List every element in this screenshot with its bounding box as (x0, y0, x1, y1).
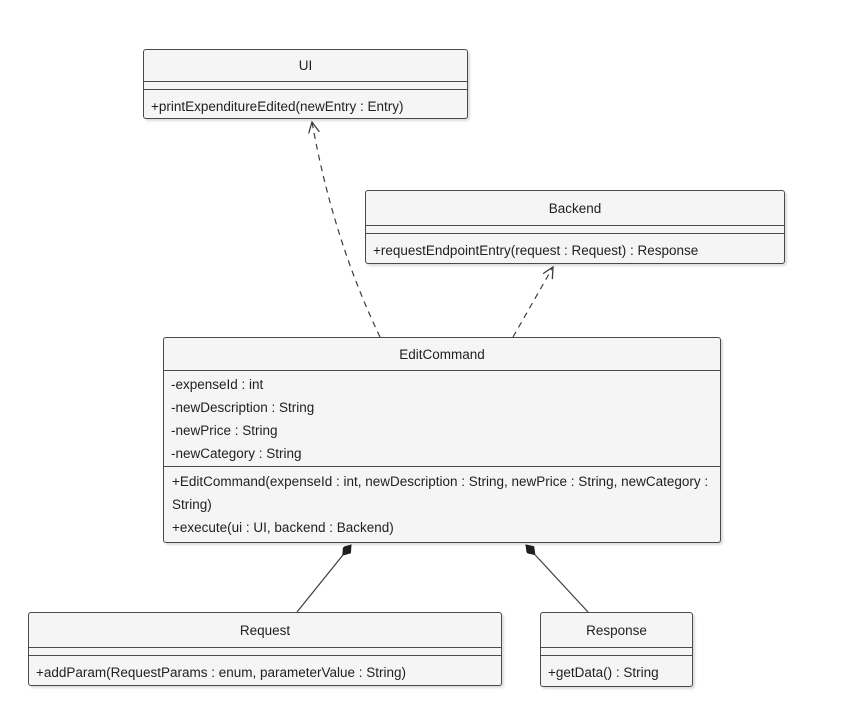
class-methods: +EditCommand(expenseId : int, newDescrip… (164, 467, 720, 539)
class-attributes-empty (366, 226, 784, 234)
class-method: +getData() : String (548, 665, 659, 680)
class-box-request: Request +addParam(RequestParams : enum, … (28, 612, 502, 686)
class-attributes: -expenseId : int -newDescription : Strin… (164, 371, 720, 467)
class-methods: +requestEndpointEntry(request : Request)… (366, 234, 784, 262)
class-box-backend: Backend +requestEndpointEntry(request : … (365, 190, 785, 264)
class-box-response: Response +getData() : String (540, 612, 693, 687)
class-methods: +addParam(RequestParams : enum, paramete… (29, 656, 501, 684)
class-title: Request (29, 613, 501, 648)
class-attributes-empty (29, 648, 501, 656)
class-title: EditCommand (164, 338, 720, 371)
class-box-ui: UI +printExpenditureEdited(newEntry : En… (143, 49, 468, 119)
class-attribute: -expenseId : int (171, 377, 264, 392)
class-title: Response (541, 613, 692, 648)
dependency-edge-editcommand-to-backend (512, 267, 553, 338)
class-methods: +getData() : String (541, 656, 692, 684)
class-attribute: -newPrice : String (171, 423, 278, 438)
class-methods: +printExpenditureEdited(newEntry : Entry… (144, 90, 467, 118)
class-box-editcommand: EditCommand -expenseId : int -newDescrip… (163, 337, 721, 543)
class-attributes-empty (541, 648, 692, 656)
class-method: +EditCommand(expenseId : int, newDescrip… (172, 474, 709, 512)
composition-edge-response-to-editcommand (526, 545, 589, 613)
class-method: +printExpenditureEdited(newEntry : Entry… (151, 99, 404, 114)
class-method: +requestEndpointEntry(request : Request)… (373, 243, 699, 258)
composition-edge-request-to-editcommand (296, 545, 351, 613)
class-attribute: -newCategory : String (171, 446, 302, 461)
class-attributes-empty (144, 82, 467, 90)
class-title: Backend (366, 191, 784, 226)
class-attribute: -newDescription : String (171, 400, 315, 415)
class-title: UI (144, 50, 467, 82)
class-method: +execute(ui : UI, backend : Backend) (172, 520, 394, 535)
dependency-edge-editcommand-to-ui (312, 122, 381, 338)
class-method: +addParam(RequestParams : enum, paramete… (36, 665, 407, 680)
